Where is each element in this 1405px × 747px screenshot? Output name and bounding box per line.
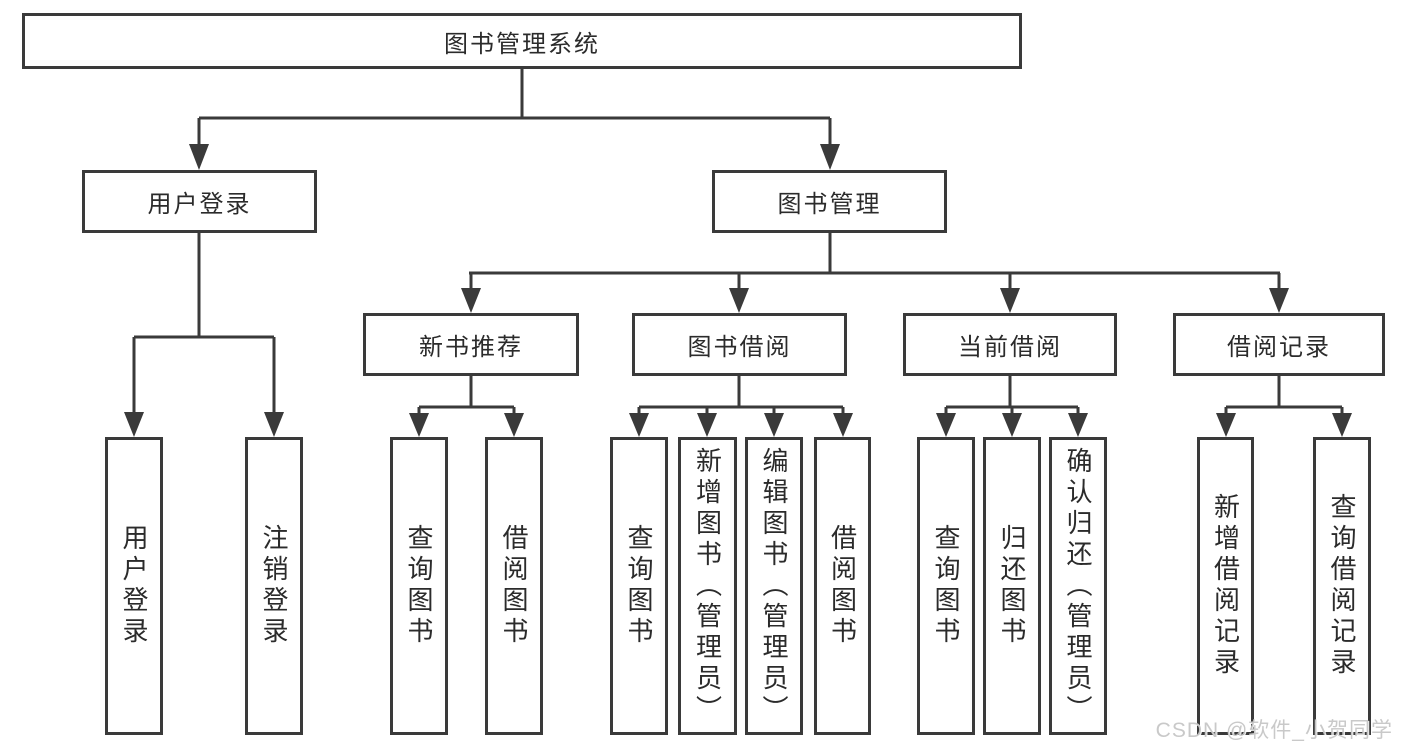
- connector-record: [1224, 376, 1344, 418]
- node-login: 用户登录: [82, 170, 317, 233]
- node-r1: 新增借阅记录: [1197, 437, 1254, 735]
- connector-rec: [417, 376, 516, 418]
- node-r2: 查询借阅记录: [1313, 437, 1371, 735]
- node-n2: 借阅图书: [485, 437, 543, 735]
- node-rec: 新书推荐: [363, 313, 579, 376]
- connector-root: [197, 69, 832, 150]
- node-u1: 用户登录: [105, 437, 163, 735]
- node-b2: 新增图书（管理员）: [678, 437, 737, 735]
- node-c2: 归还图书: [983, 437, 1041, 735]
- connector-borrow: [637, 376, 845, 418]
- node-n1: 查询图书: [390, 437, 448, 735]
- node-b1: 查询图书: [610, 437, 668, 735]
- watermark: CSDN @软件_小贺同学: [1155, 719, 1393, 742]
- node-borrow: 图书借阅: [632, 313, 847, 376]
- node-u2: 注销登录: [245, 437, 303, 735]
- connector-mgmt: [469, 233, 1281, 292]
- node-root: 图书管理系统: [22, 13, 1022, 69]
- connector-current: [944, 376, 1080, 418]
- node-record: 借阅记录: [1173, 313, 1385, 376]
- node-mgmt: 图书管理: [712, 170, 947, 233]
- node-current: 当前借阅: [903, 313, 1117, 376]
- node-c3: 确认归还（管理员）: [1049, 437, 1107, 735]
- node-b4: 借阅图书: [814, 437, 871, 735]
- node-c1: 查询图书: [917, 437, 975, 735]
- connector-login: [132, 233, 276, 417]
- node-b3: 编辑图书（管理员）: [745, 437, 803, 735]
